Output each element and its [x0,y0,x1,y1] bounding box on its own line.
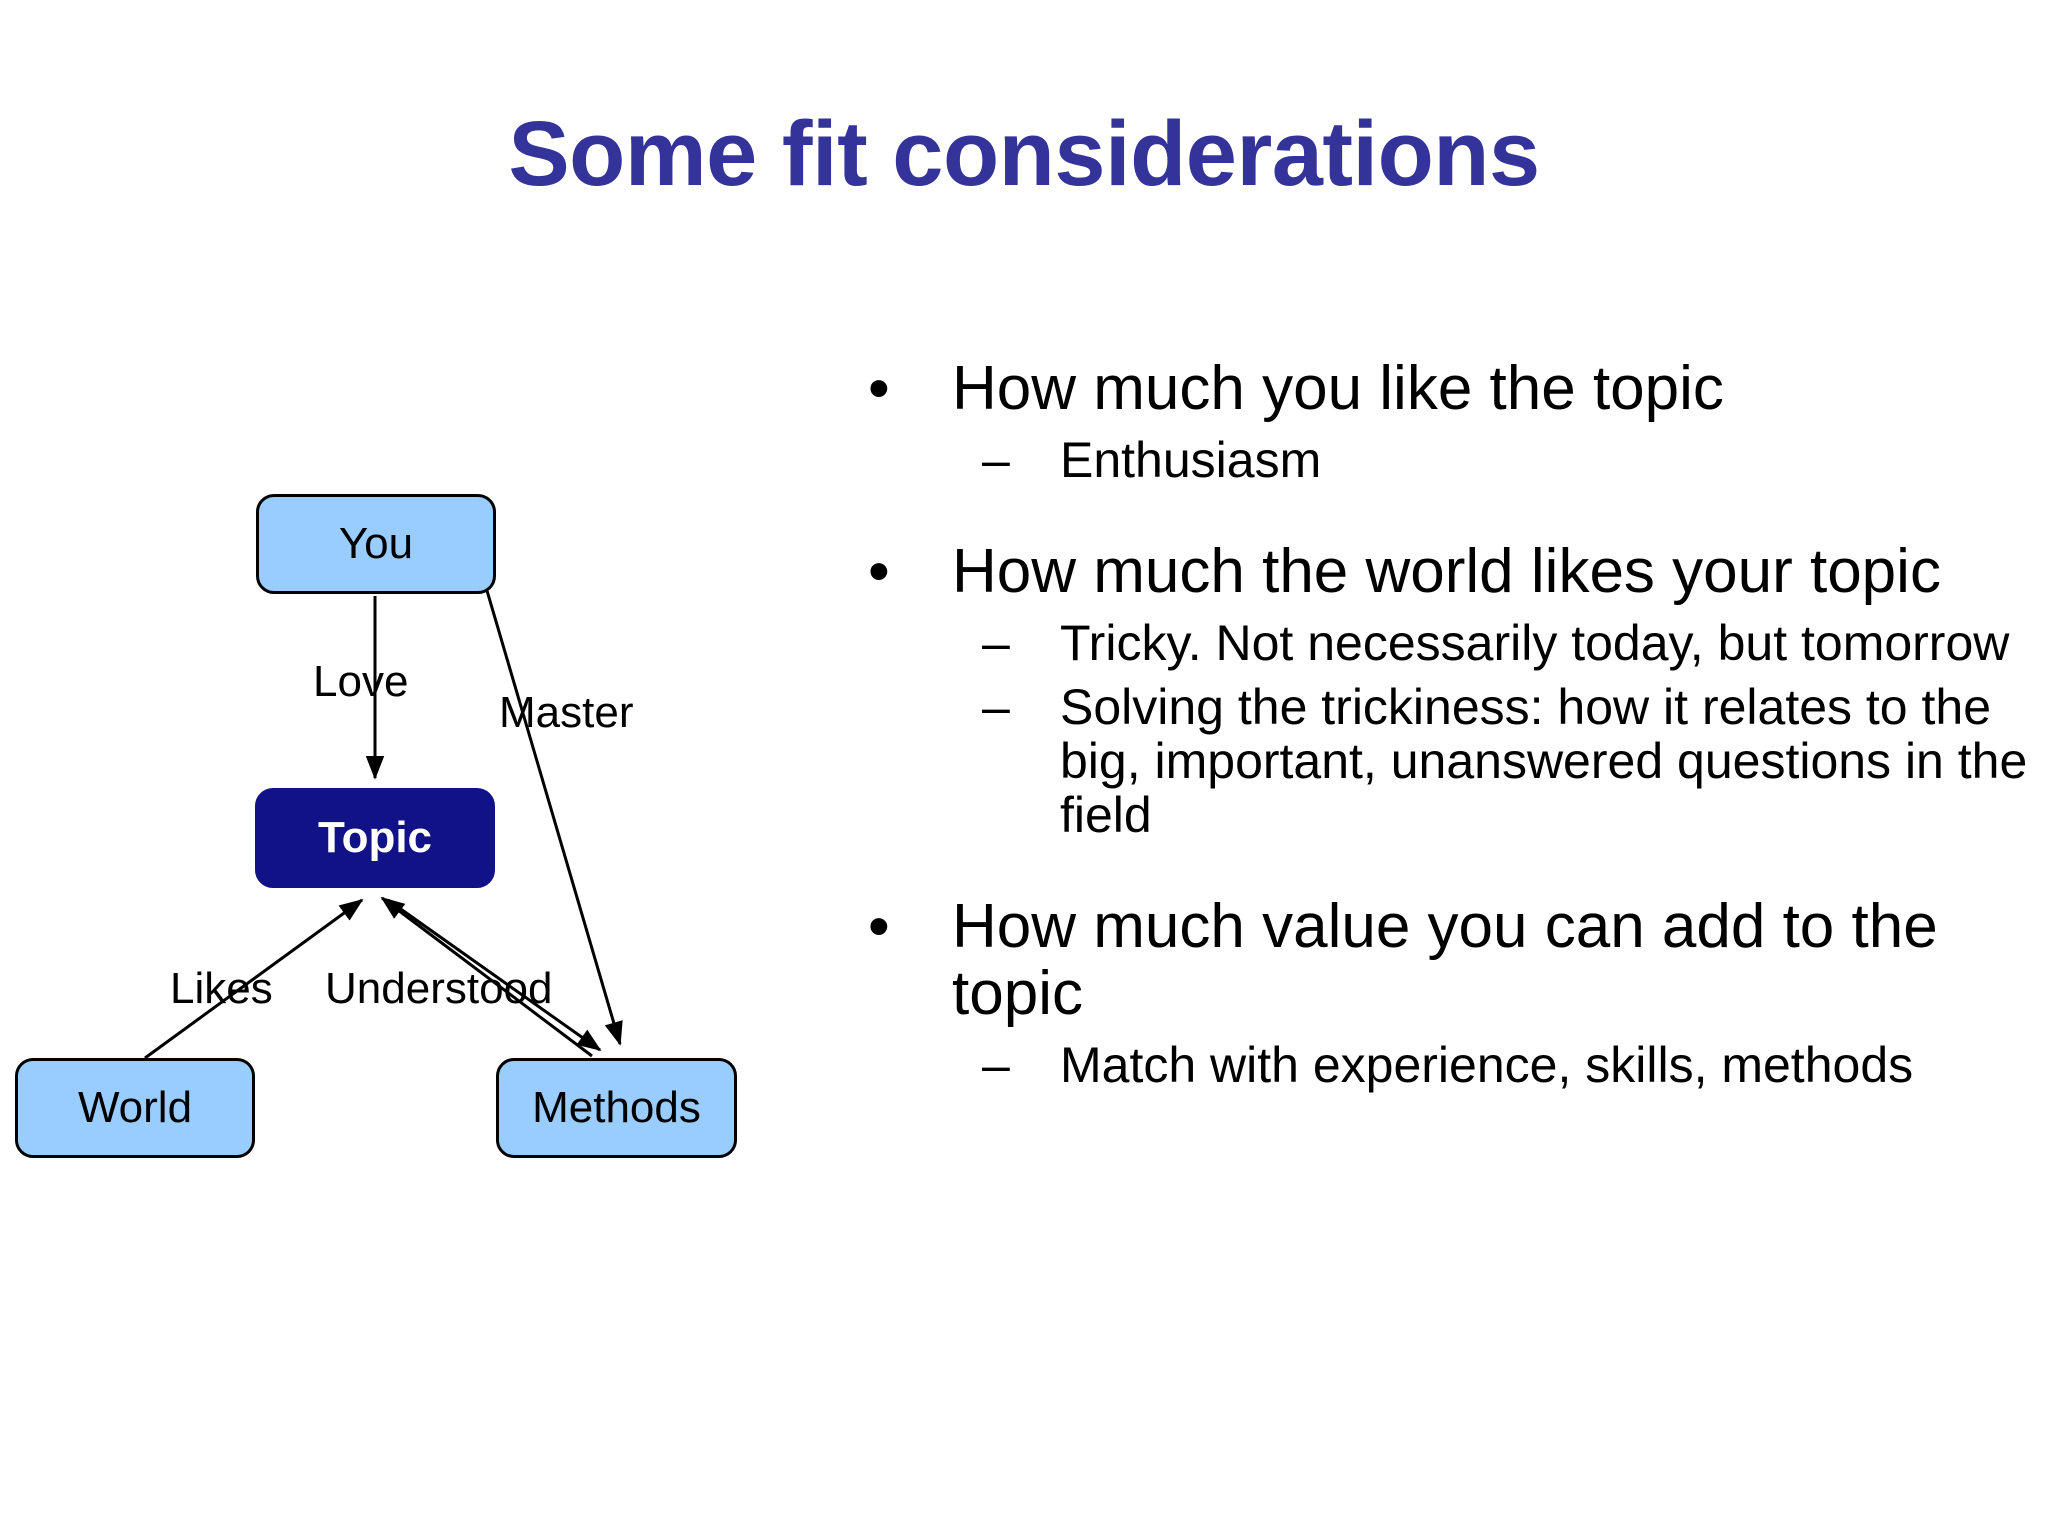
edge-world-topic [144,898,364,1060]
node-label: Methods [532,1083,701,1132]
edge-topic-methods [387,898,602,1052]
edge-you-methods [476,559,623,1046]
diagram-node-you[interactable]: You [256,494,496,594]
diagram-node-world[interactable]: World [15,1058,255,1158]
bullet-group-3: • How much value you can add to the topi… [852,891,2042,1092]
fit-relationship-diagram: You Topic World Methods Love Master Like… [0,0,820,1536]
diagram-node-topic[interactable]: Topic [255,788,495,888]
bullet-text: Solving the trickiness: how it relates t… [1060,678,2028,843]
edge-label-likes: Likes [170,964,273,1013]
bullet-marker-dash: – [982,1036,1010,1093]
bullet-group-1: • How much you like the topic – Enthusia… [852,354,2042,487]
edge-label-understood: Understood [325,964,553,1013]
bullet-item-level2: – Tricky. Not necessarily today, but tom… [852,616,2042,670]
bullet-item-level2: – Match with experience, skills, methods [852,1038,2042,1092]
diagram-node-methods[interactable]: Methods [496,1058,737,1158]
bullet-item-level1: • How much the world likes your topic [852,536,2042,606]
bullet-group-2: • How much the world likes your topic – … [852,536,2042,842]
node-label: Topic [317,813,433,862]
bullet-marker-dash: – [982,614,1010,671]
bullet-text: Enthusiasm [1060,431,1322,488]
bullet-item-level1: • How much value you can add to the topi… [852,891,2042,1028]
node-label: You [338,519,414,568]
bullet-list: • How much you like the topic – Enthusia… [852,354,2042,1144]
edge-label-love: Love [313,657,409,706]
bullet-item-level2: – Solving the trickiness: how it relates… [852,680,2042,842]
bullet-text: How much you like the topic [952,354,1724,423]
bullet-text: How much value you can add to the topic [952,891,1938,1028]
node-label: World [77,1083,193,1132]
edge-label-master: Master [499,688,634,737]
bullet-marker-dot: • [868,891,890,961]
bullet-marker-dash: – [982,431,1010,488]
edge-methods-topic [380,896,593,1058]
bullet-text: Match with experience, skills, methods [1060,1036,1914,1093]
bullet-text: Tricky. Not necessarily today, but tomor… [1060,614,2010,671]
bullet-item-level2: – Enthusiasm [852,433,2042,487]
bullet-marker-dot: • [868,536,890,606]
bullet-item-level1: • How much you like the topic [852,354,2042,423]
diagram-connectors [144,559,623,1060]
bullet-marker-dot: • [868,354,890,423]
bullet-marker-dash: – [982,678,1010,735]
page-title: Some fit considerations [508,103,1540,205]
bullet-text: How much the world likes your topic [952,536,1941,606]
